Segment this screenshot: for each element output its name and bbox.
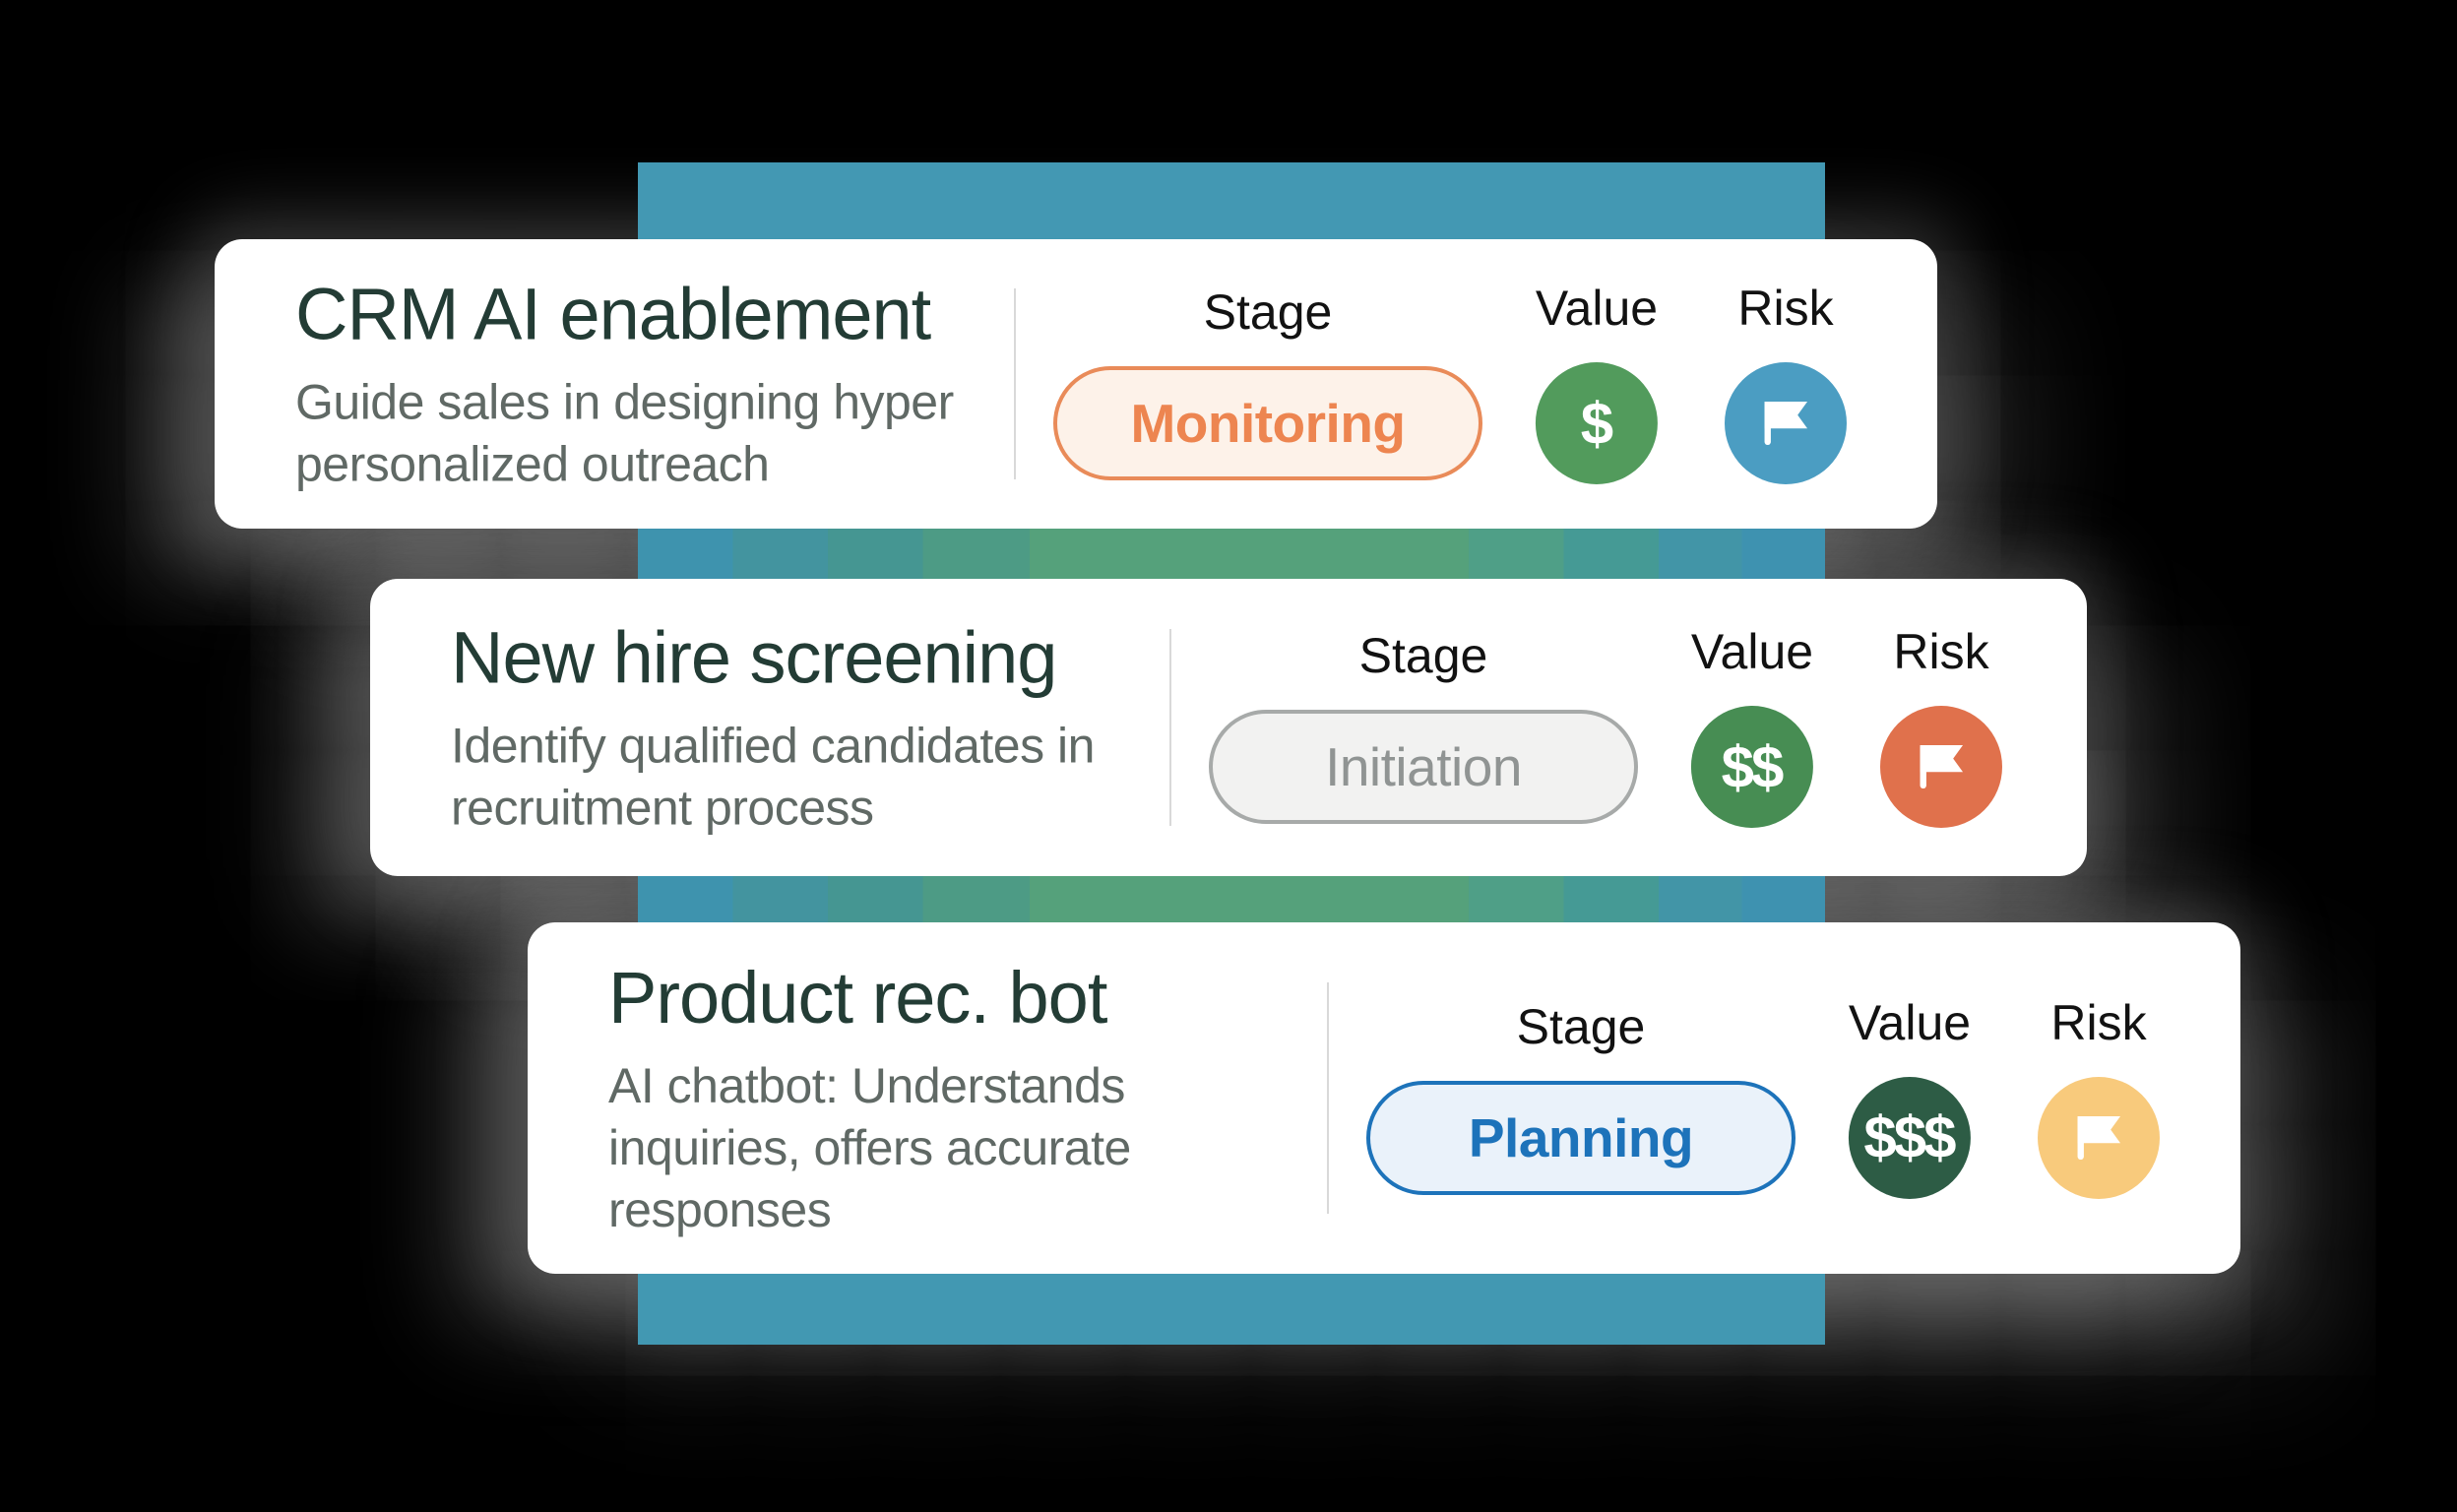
project-card-new-hire-screening[interactable]: New hire screening Identify qualified ca… (370, 579, 2087, 876)
stage-column: Stage Planning (1366, 1002, 1796, 1195)
value-label: Value (1690, 624, 1814, 679)
value-column: Value $$$ (1849, 998, 1971, 1199)
project-card-crm-ai-enablement[interactable]: CRM AI enablement Guide sales in designi… (215, 239, 1937, 529)
value-label: Value (1848, 994, 1972, 1050)
project-card-product-rec-bot[interactable]: Product rec. bot AI chatbot: Understands… (528, 922, 2240, 1274)
card-title: New hire screening (451, 616, 1057, 699)
stage-pill-label: Monitoring (1130, 393, 1406, 454)
stage-column: Stage Monitoring (1053, 287, 1482, 480)
risk-column: Risk (2038, 998, 2160, 1199)
card-description: Identify qualified candidates in recruit… (451, 718, 1095, 836)
stage-label: Stage (1358, 628, 1488, 683)
card-description: AI chatbot: Understands inquiries, offer… (608, 1057, 1131, 1237)
column-divider (1169, 629, 1171, 826)
stage-pill[interactable]: Monitoring (1053, 366, 1482, 480)
risk-column: Risk (1880, 627, 2002, 828)
value-badge: $$$ (1848, 1076, 1971, 1199)
card-title: CRM AI enablement (295, 273, 931, 355)
stage-pill-label: Initiation (1325, 736, 1522, 797)
risk-column: Risk (1725, 284, 1847, 484)
stage-label: Stage (1203, 284, 1333, 340)
card-description: Guide sales in designing hyper personali… (295, 374, 954, 492)
value-label: Value (1535, 281, 1659, 336)
risk-badge (2038, 1076, 2160, 1199)
risk-label: Risk (1893, 624, 1989, 679)
card-text-block: CRM AI enablement Guide sales in designi… (295, 272, 1083, 495)
card-text-block: Product rec. bot AI chatbot: Understands… (608, 955, 1396, 1240)
column-divider (1327, 981, 1329, 1215)
value-amount: $$ (1721, 733, 1785, 800)
flag-icon (2077, 1115, 2121, 1160)
risk-label: Risk (1737, 281, 1834, 336)
value-amount: $ (1580, 390, 1613, 457)
value-badge: $ (1535, 362, 1658, 484)
stage-pill[interactable]: Initiation (1209, 710, 1638, 824)
value-column: Value $$ (1691, 627, 1813, 828)
stage-column: Stage Initiation (1209, 631, 1638, 824)
value-amount: $$$ (1863, 1104, 1956, 1170)
risk-label: Risk (2050, 994, 2147, 1050)
flag-icon (1764, 401, 1808, 446)
flag-icon (1920, 744, 1964, 789)
stage-pill[interactable]: Planning (1366, 1080, 1796, 1195)
column-divider (1014, 287, 1016, 479)
value-badge: $$ (1690, 706, 1813, 828)
card-title: Product rec. bot (608, 956, 1107, 1039)
risk-badge (1725, 362, 1847, 484)
stage-label: Stage (1516, 998, 1646, 1054)
stage-pill-label: Planning (1468, 1106, 1694, 1168)
risk-badge (1880, 706, 2002, 828)
value-column: Value $ (1536, 284, 1658, 484)
card-text-block: New hire screening Identify qualified ca… (451, 615, 1238, 839)
